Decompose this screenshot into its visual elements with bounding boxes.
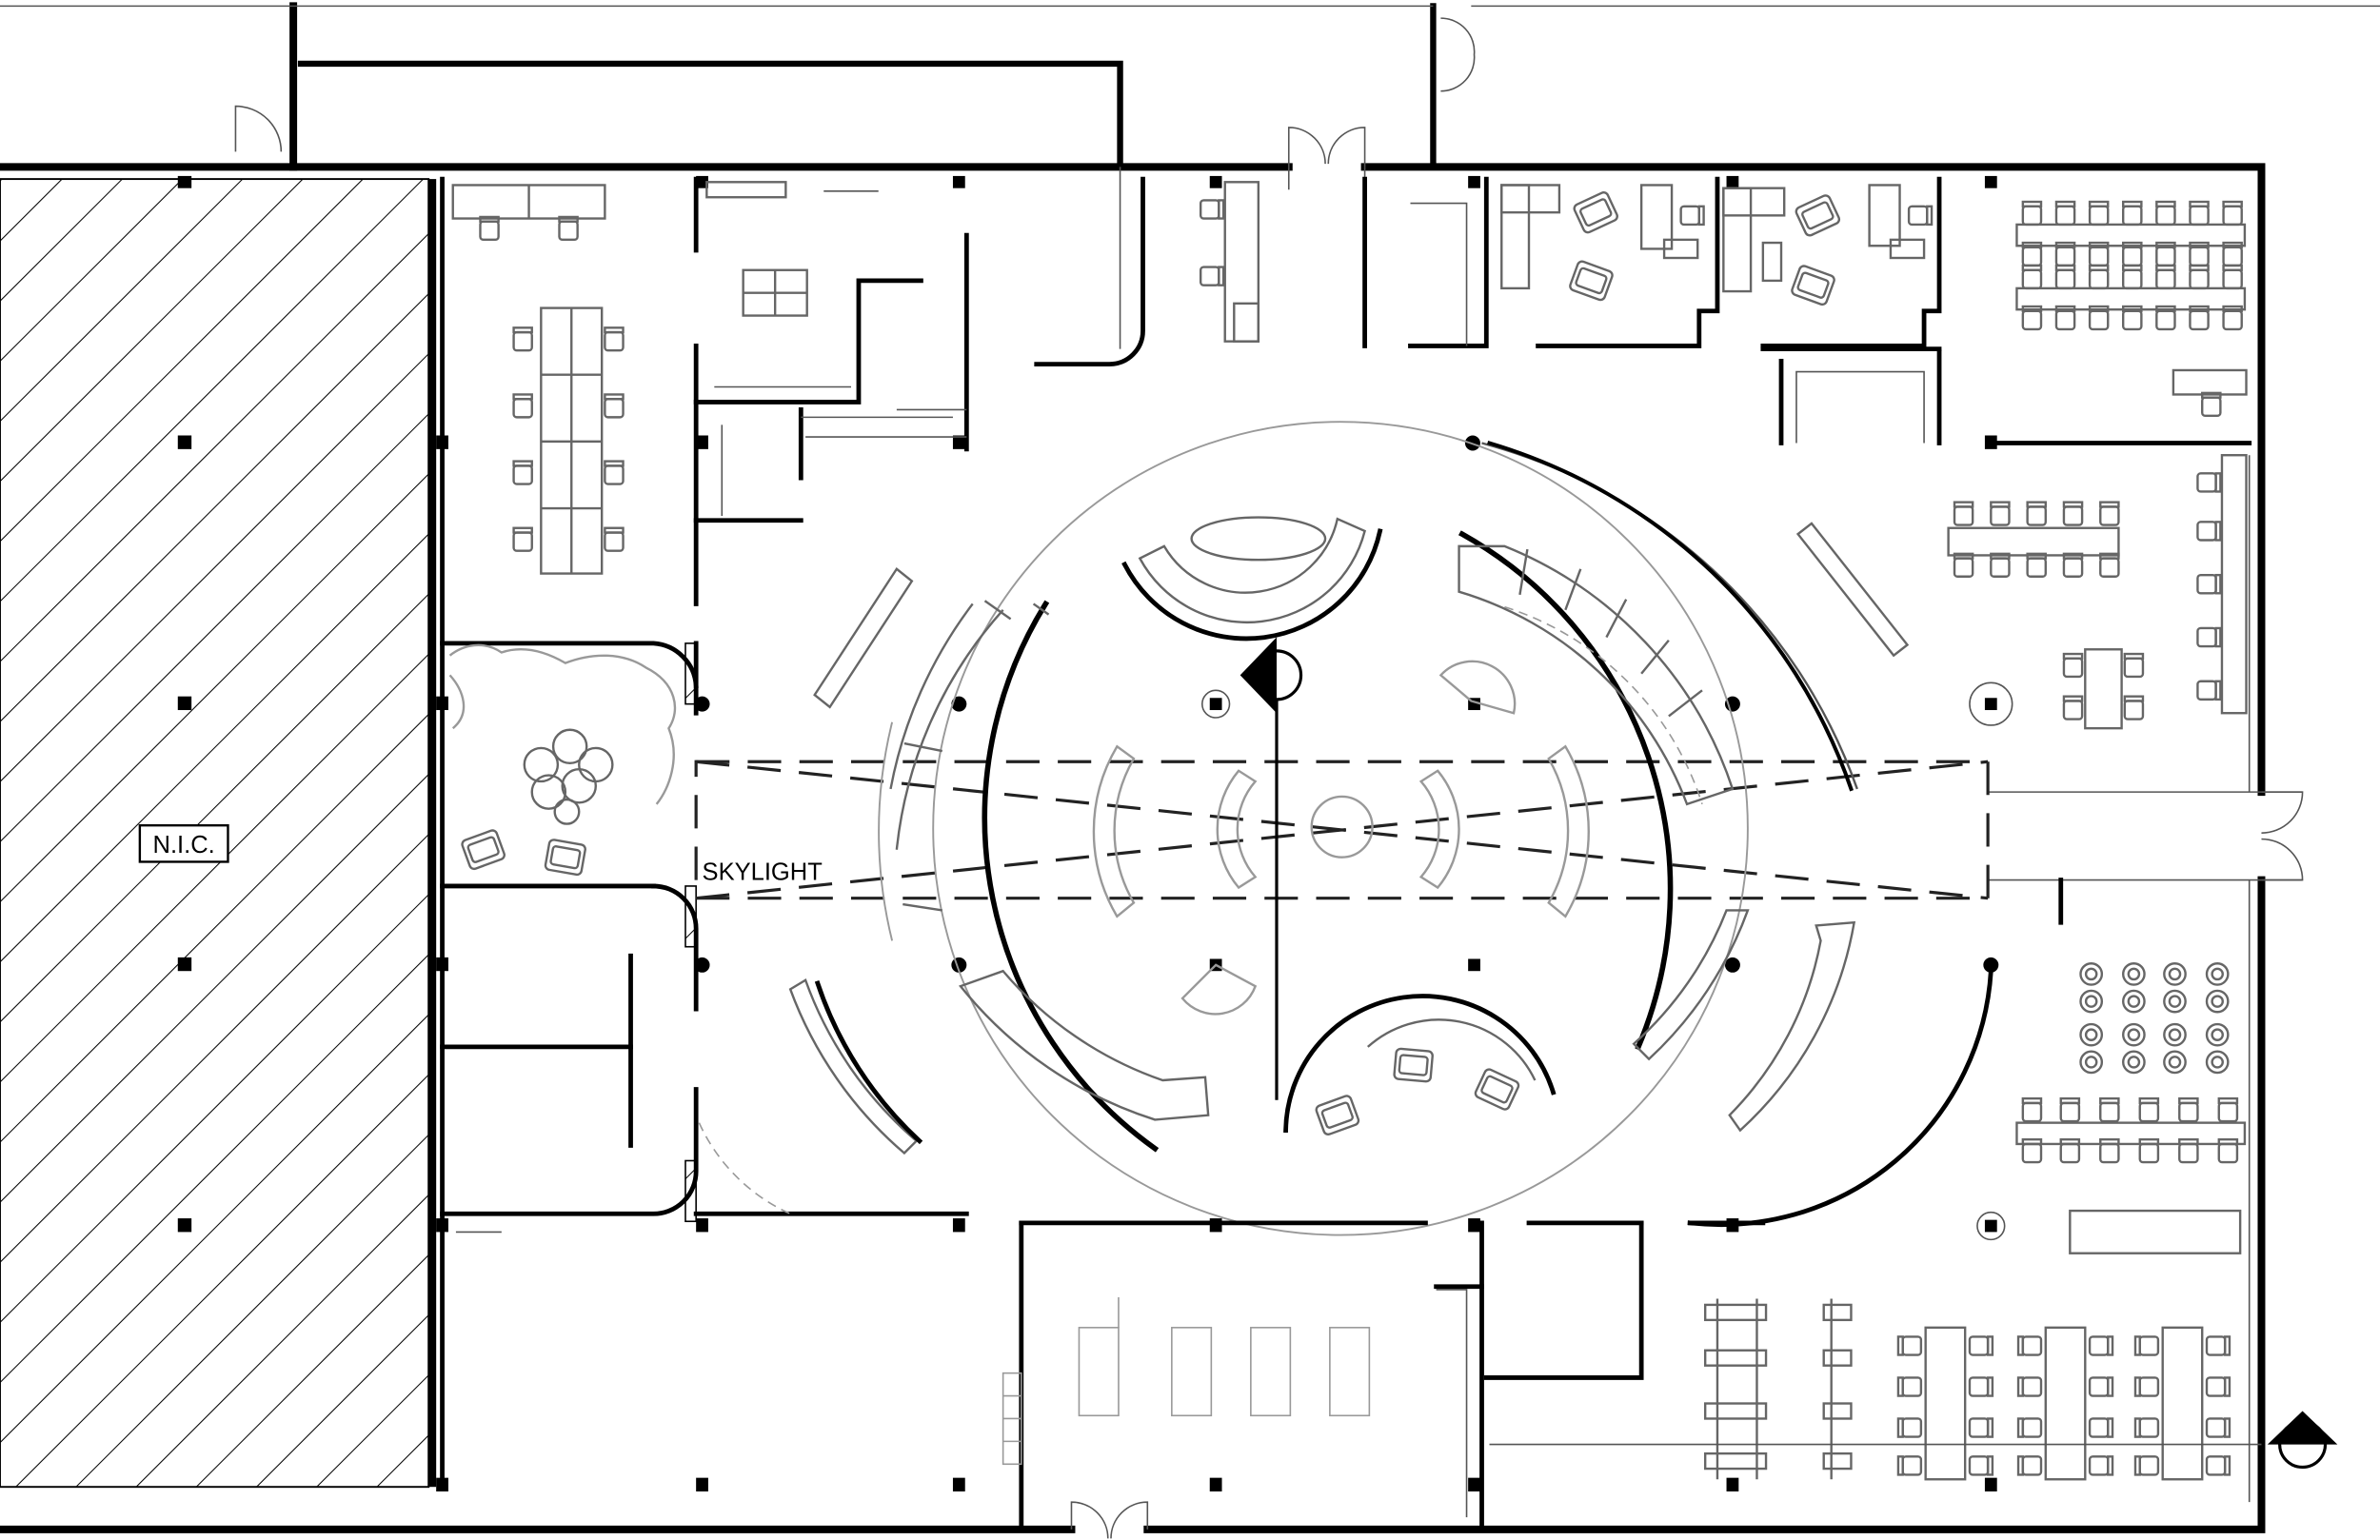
interior-walls-top-left <box>440 176 969 1490</box>
top-right-workstations <box>1994 200 2252 445</box>
garden-room: SKYLIGHT <box>440 641 823 1012</box>
nic-area: N.I.C. <box>0 178 437 1489</box>
nic-label-box <box>138 823 229 863</box>
section-marker-bottom-right <box>2267 1411 2338 1470</box>
nic-label: N.I.C. <box>153 832 215 859</box>
structural-columns <box>177 175 2013 1491</box>
lower-left-rooms <box>440 953 969 1234</box>
bottom-center-rooms <box>1002 1220 1644 1532</box>
bottom-right-areas <box>1489 962 2338 1481</box>
right-meeting-area <box>1795 454 2248 730</box>
skylight-label: SKYLIGHT <box>703 859 823 886</box>
skylight-outline <box>694 760 1990 900</box>
section-marker-top <box>1240 637 1303 714</box>
central-rotunda <box>788 421 2064 1236</box>
top-rooms <box>1034 167 1942 445</box>
